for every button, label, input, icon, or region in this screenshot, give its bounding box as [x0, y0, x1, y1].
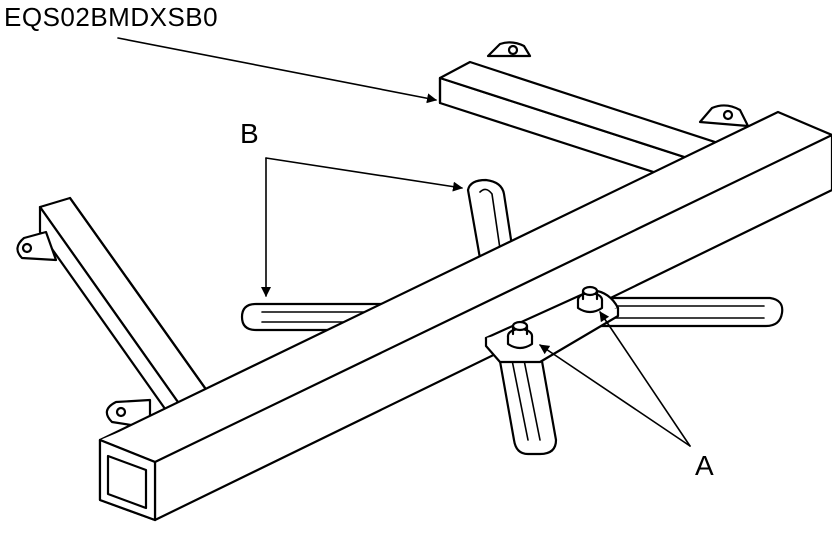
slotted-leg-right [598, 296, 784, 328]
reference-code: EQS02BMDXSB0 [4, 2, 219, 32]
callout-a-label: A [695, 450, 714, 481]
slotted-leg-lower [496, 348, 558, 456]
ref-code-leader [117, 37, 437, 104]
bolt-left [506, 320, 534, 350]
a-leader-right [599, 311, 691, 447]
left-crossbar [38, 196, 212, 432]
callout-b-label: B [240, 118, 259, 149]
rear-mount-tab-right [698, 104, 750, 128]
bolt-right [576, 285, 604, 314]
left-mount-tab [16, 230, 58, 262]
main-beam [98, 110, 832, 522]
b-leader-upper [265, 157, 463, 192]
rear-mount-tab [486, 41, 532, 58]
a-leader-left [539, 344, 691, 447]
